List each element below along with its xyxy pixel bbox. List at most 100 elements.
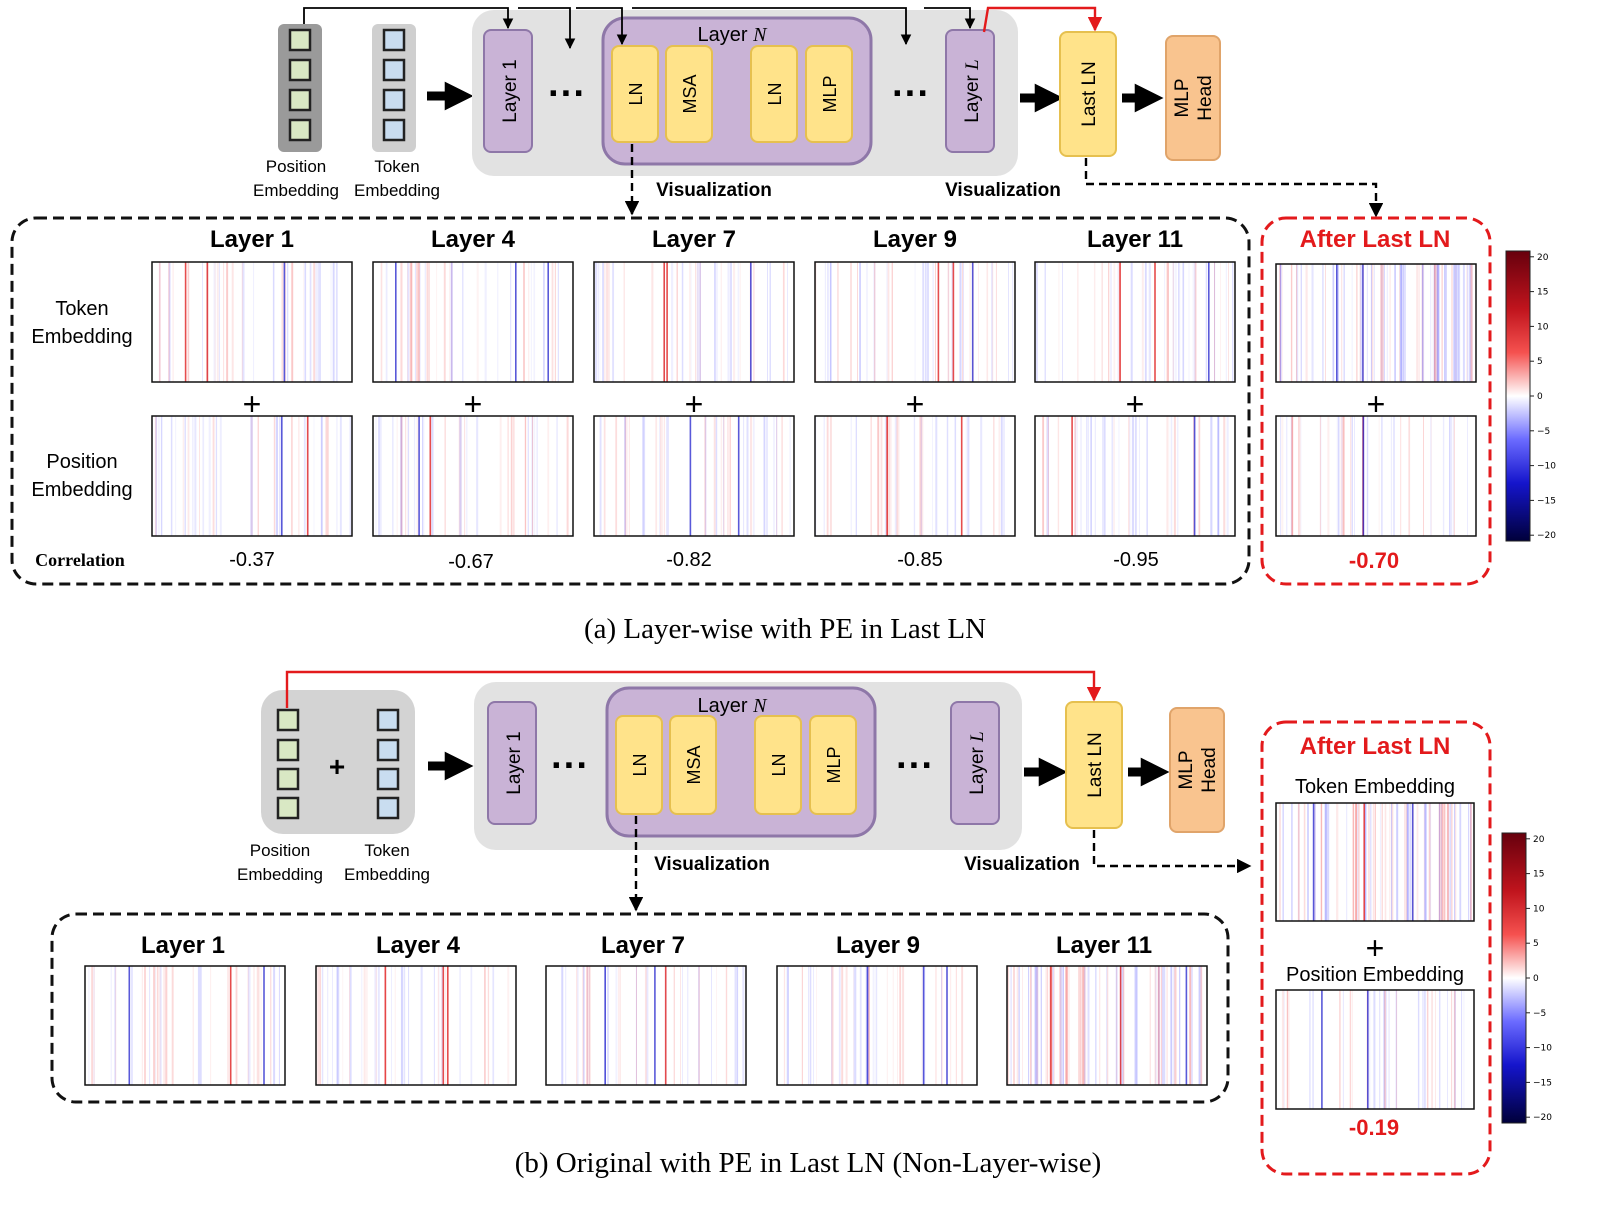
heatmap-frame: [593, 415, 795, 537]
heatmap-stripe: [606, 262, 608, 382]
heatmap-stripe: [1223, 416, 1226, 536]
heatmap-stripe: [651, 262, 654, 382]
heatmap-stripe: [1106, 966, 1109, 1085]
heatmap-background: [1035, 262, 1235, 382]
colorbar-tick-label: −20: [1537, 531, 1556, 541]
heatmap-stripe: [1360, 264, 1362, 382]
heatmap-stripe: [1371, 264, 1374, 382]
plus-sign: +: [1367, 386, 1386, 422]
last-ln-label-a: Last LN: [1079, 61, 1100, 126]
heatmap-stripe: [149, 966, 151, 1085]
heatmap-stripe: [1290, 264, 1293, 382]
heatmap-stripe: [815, 416, 817, 536]
heatmap-stripe: [291, 262, 293, 382]
layerwise-visualization-box-a: [10, 216, 1251, 586]
heatmap-stripe: [941, 966, 942, 1085]
heatmap-stripe: [1281, 416, 1284, 536]
heatmap-stripe: [1287, 990, 1288, 1109]
heatmap-stripe: [1102, 416, 1104, 536]
ln-block-a-1: [611, 45, 659, 143]
heatmap-stripe: [422, 416, 423, 536]
heatmap-stripe: [281, 262, 284, 382]
heatmap-stripe: [920, 416, 923, 536]
heatmap-stripe: [531, 416, 533, 536]
heatmap-stripe: [392, 416, 394, 536]
heatmap-stripe: [1374, 990, 1376, 1109]
heatmap-position-a: [1034, 415, 1236, 537]
heatmap-stripe: [1319, 416, 1321, 536]
heatmap-stripe: [921, 416, 924, 536]
heatmap-b: [315, 965, 517, 1086]
heatmap-stripe: [1190, 966, 1193, 1085]
token-embedding-stack-a: [372, 24, 416, 152]
heatmap-strong-stripe: [515, 262, 517, 382]
heatmap-stripe: [1386, 264, 1388, 382]
heatmap-strong-stripe: [666, 262, 668, 382]
heatmap-stripe: [1451, 990, 1453, 1109]
heatmap-stripe: [682, 966, 683, 1085]
heatmap-stripe: [673, 966, 675, 1085]
heatmap-stripe: [375, 966, 377, 1085]
heatmap-stripe: [1059, 966, 1062, 1085]
heatmap-stripe: [1279, 264, 1282, 382]
after-position-label-b: Position Embedding: [1286, 964, 1464, 986]
layer-n-label-b: Layer N: [698, 695, 769, 717]
heatmap-b: [1006, 965, 1208, 1086]
heatmap-stripe: [1063, 966, 1064, 1085]
heatmap-stripe: [213, 262, 216, 382]
heatmap-stripe: [1113, 262, 1116, 382]
column-title-a: Layer 7: [652, 226, 736, 253]
heatmap-stripe: [659, 416, 661, 536]
heatmap-stripe: [711, 966, 712, 1085]
heatmap-stripe: [1226, 416, 1229, 536]
heatmap-stripe: [374, 966, 377, 1085]
heatmap-stripe: [1036, 966, 1039, 1085]
heatmap-stripe: [316, 966, 319, 1085]
heatmap-stripe: [1094, 416, 1096, 536]
heatmap-stripe: [394, 966, 396, 1085]
heatmap-stripe: [1373, 264, 1375, 382]
heatmap-stripe: [1166, 262, 1169, 382]
heatmap-stripe: [1314, 803, 1316, 921]
heatmap-stripe: [507, 966, 510, 1085]
heatmap-stripe: [1010, 966, 1012, 1085]
heatmap-stripe: [1042, 416, 1044, 536]
heatmap-stripe: [405, 416, 407, 536]
caption-b: (b) Original with PE in Last LN (Non-Lay…: [515, 1147, 1102, 1179]
heatmap-strong-stripe: [1362, 264, 1364, 382]
heatmap-stripe: [927, 262, 929, 382]
mlp-head-block-b: [1169, 707, 1225, 833]
column-title-a: Layer 9: [873, 226, 957, 253]
row-label-token-a-2: Embedding: [31, 326, 132, 348]
heatmap-stripe: [831, 966, 834, 1085]
heatmap-stripe: [813, 966, 814, 1085]
correlation-value: -0.37: [229, 549, 275, 571]
heatmap-stripe: [1341, 416, 1343, 536]
heatmap-strong-stripe: [1050, 966, 1052, 1085]
heatmap-stripe: [896, 416, 899, 536]
heatmap-stripe: [242, 262, 245, 382]
input-label-token-a-2: Embedding: [354, 181, 440, 200]
heatmap-stripe: [607, 966, 609, 1085]
heatmap-stripe: [400, 416, 403, 536]
after-last-ln-box-b: [1260, 720, 1492, 1176]
input-label-position-a-1: Position: [266, 157, 326, 176]
heatmap-stripe: [513, 416, 515, 536]
after-correlation-value-a: -0.70: [1349, 548, 1399, 573]
heatmap-stripe: [962, 262, 964, 382]
heatmap-frame: [814, 261, 1016, 383]
heatmap-stripe: [636, 966, 637, 1085]
heatmap-stripe: [396, 416, 398, 536]
heatmap-stripe: [776, 416, 778, 536]
column-title-b: Layer 1: [141, 932, 225, 959]
heatmap-stripe: [829, 262, 832, 382]
heatmap-stripe: [530, 262, 532, 382]
heatmap-stripe: [1379, 990, 1381, 1109]
heatmap-stripe: [197, 966, 200, 1085]
heatmap-stripe: [115, 966, 117, 1085]
heatmap-stripe: [1188, 262, 1190, 382]
heatmap-stripe: [587, 966, 589, 1085]
heatmap-stripe: [1436, 264, 1438, 382]
heatmap-stripe: [561, 966, 564, 1085]
heatmap-stripe: [1454, 990, 1456, 1109]
